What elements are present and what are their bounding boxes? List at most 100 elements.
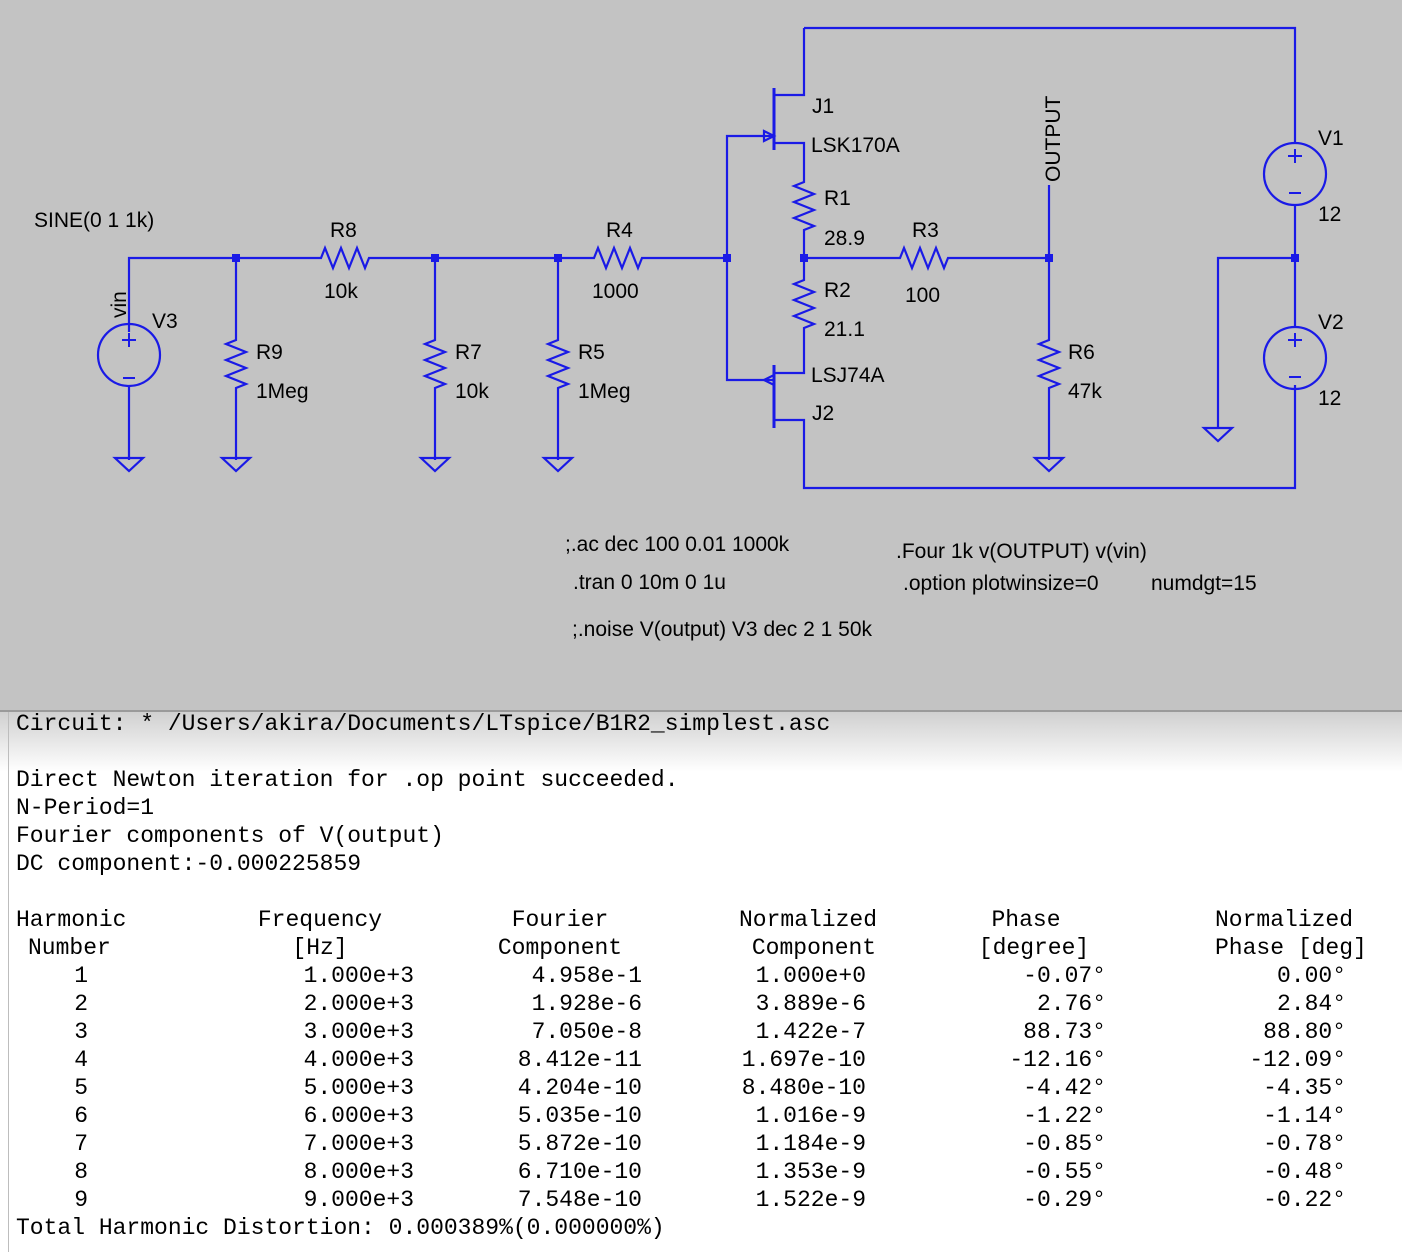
v3-name[interactable]: V3 — [152, 310, 178, 333]
table-cell: 7.000e+3 — [303, 1131, 414, 1157]
table-cell: 9.000e+3 — [303, 1187, 414, 1213]
table-cell: -0.22° — [1263, 1187, 1346, 1213]
r4-value[interactable]: 1000 — [592, 280, 639, 303]
wire-vin — [127, 256, 315, 332]
r7-name[interactable]: R7 — [455, 341, 482, 364]
j2-model[interactable]: LSJ74A — [811, 364, 885, 387]
header-frequency-1: Frequency — [257, 907, 383, 933]
table-cell: 6 — [74, 1103, 88, 1129]
table-cell: 7.548e-10 — [517, 1187, 642, 1213]
directive-ac[interactable]: ;.ac dec 100 0.01 1000k — [565, 533, 790, 556]
table-cell: 1.353e-9 — [755, 1159, 866, 1185]
table-cell: 4.958e-1 — [531, 963, 642, 989]
header-harmonic-1: Harmonic — [16, 907, 127, 933]
table-cell: -12.16° — [1009, 1047, 1106, 1073]
table-cell: -0.29° — [1023, 1187, 1106, 1213]
table-cell: 3.889e-6 — [755, 991, 866, 1017]
r9-name[interactable]: R9 — [256, 341, 283, 364]
table-cell: 1.184e-9 — [755, 1131, 866, 1157]
directive-numdgt[interactable]: numdgt=15 — [1151, 572, 1257, 595]
r3-name[interactable]: R3 — [912, 219, 939, 242]
header-norm-phase-1: Normalized — [1215, 907, 1354, 933]
header-harmonic-2: Number — [28, 935, 111, 961]
r2-value[interactable]: 21.1 — [824, 318, 865, 341]
r6-name[interactable]: R6 — [1068, 341, 1095, 364]
table-cell: 4 — [74, 1047, 88, 1073]
table-cell: 88.80° — [1263, 1019, 1346, 1045]
r5-name[interactable]: R5 — [578, 341, 605, 364]
v2-name[interactable]: V2 — [1318, 311, 1344, 334]
r6-value[interactable]: 47k — [1068, 380, 1102, 403]
r2-name[interactable]: R2 — [824, 279, 851, 302]
table-cell: -1.14° — [1263, 1103, 1346, 1129]
j1-name[interactable]: J1 — [812, 95, 834, 118]
schematic-canvas[interactable]: SINE(0 1 1k) vin V3 R9 1Meg R8 10k R7 10… — [0, 0, 1402, 710]
r1-zigzag — [791, 178, 817, 258]
header-normalized-2: Component — [751, 935, 877, 961]
r9-zigzag — [223, 334, 249, 394]
net-label-output[interactable]: OUTPUT — [1042, 96, 1065, 183]
r3-value[interactable]: 100 — [905, 284, 940, 307]
r5-value[interactable]: 1Meg — [578, 380, 631, 403]
header-fourier-1: Fourier — [511, 907, 609, 933]
header-phase-2: [degree] — [978, 935, 1090, 961]
j2-name[interactable]: J2 — [812, 402, 834, 425]
table-cell: 2.84° — [1276, 991, 1346, 1017]
table-cell: 8 — [74, 1159, 88, 1185]
table-cell: 8.480e-10 — [741, 1075, 866, 1101]
r5-zigzag — [545, 334, 571, 394]
error-log-panel[interactable]: Circuit: * /Users/akira/Documents/LTspic… — [0, 711, 1402, 1252]
log-left-edge — [8, 712, 9, 1252]
schematic-drawing: SINE(0 1 1k) vin V3 R9 1Meg R8 10k R7 10… — [34, 26, 1344, 641]
r6-zigzag — [1036, 334, 1062, 394]
source-label: SINE(0 1 1k) — [34, 209, 154, 232]
r8-value[interactable]: 10k — [324, 280, 358, 303]
j1-model[interactable]: LSK170A — [811, 134, 900, 157]
table-cell: 2 — [74, 991, 88, 1017]
table-cell: 6.000e+3 — [303, 1103, 414, 1129]
table-cell: 7.050e-8 — [531, 1019, 642, 1045]
directive-option[interactable]: .option plotwinsize=0 — [903, 572, 1099, 595]
table-cell: 4.000e+3 — [303, 1047, 414, 1073]
r9-value[interactable]: 1Meg — [256, 380, 309, 403]
r3-zigzag — [804, 245, 1049, 271]
pane-divider[interactable] — [0, 710, 1402, 712]
wire-gate-bus — [725, 134, 764, 382]
r1-value[interactable]: 28.9 — [824, 227, 865, 250]
directive-four[interactable]: .Four 1k v(OUTPUT) v(vin) — [896, 540, 1147, 563]
net-label-vin[interactable]: vin — [108, 291, 131, 318]
table-cell: 5 — [74, 1075, 88, 1101]
table-cell: 1.422e-7 — [755, 1019, 866, 1045]
header-normalized-1: Normalized — [738, 907, 878, 933]
newton-line: Direct Newton iteration for .op point su… — [16, 767, 679, 793]
table-cell: 1.016e-9 — [755, 1103, 866, 1129]
table-cell: -0.85° — [1023, 1131, 1106, 1157]
directive-noise[interactable]: ;.noise V(output) V3 dec 2 1 50k — [572, 618, 873, 641]
table-cell: 1 — [74, 963, 88, 989]
r7-value[interactable]: 10k — [455, 380, 489, 403]
r4-zigzag — [588, 245, 650, 271]
table-cell: 0.00° — [1276, 963, 1346, 989]
fourier-title-line: Fourier components of V(output) — [16, 823, 444, 849]
r7-zigzag — [422, 334, 448, 394]
log-top-shadow — [0, 712, 1402, 772]
table-cell: -4.35° — [1263, 1075, 1346, 1101]
v2-value[interactable]: 12 — [1318, 387, 1341, 410]
v2-symbol — [1262, 325, 1328, 391]
r1-name[interactable]: R1 — [824, 187, 851, 210]
r2-zigzag — [791, 258, 817, 368]
v1-name[interactable]: V1 — [1318, 127, 1344, 150]
v1-value[interactable]: 12 — [1318, 203, 1341, 226]
table-cell: -0.48° — [1263, 1159, 1346, 1185]
directive-tran[interactable]: .tran 0 10m 0 1u — [573, 571, 726, 594]
table-cell: 1.522e-9 — [755, 1187, 866, 1213]
table-cell: 1.928e-6 — [531, 991, 642, 1017]
r4-name[interactable]: R4 — [606, 219, 633, 242]
r8-name[interactable]: R8 — [330, 219, 357, 242]
table-cell: 1.000e+0 — [755, 963, 866, 989]
table-cell: 9 — [74, 1187, 88, 1213]
header-norm-phase-2: Phase [deg] — [1215, 935, 1367, 961]
table-cell: 5.035e-10 — [517, 1103, 642, 1129]
header-frequency-2: [Hz] — [292, 935, 348, 961]
dc-component-line: DC component:-0.000225859 — [16, 851, 362, 877]
